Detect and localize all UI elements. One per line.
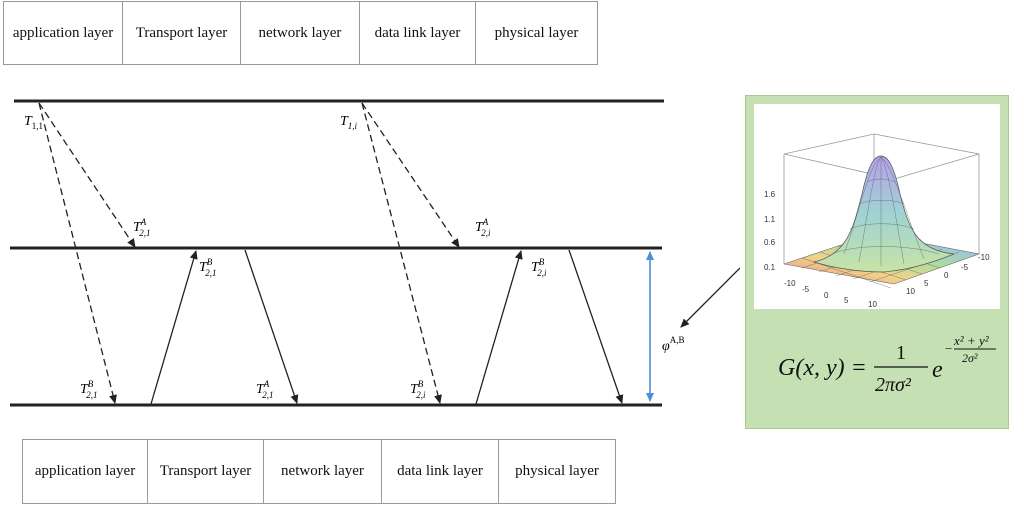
formula-denominator: 2πσ² bbox=[875, 374, 912, 396]
solid-arrow-down-i bbox=[568, 249, 624, 404]
top-protocol-stack: application layer Transport layer networ… bbox=[3, 1, 598, 65]
top-transport-layer: Transport layer bbox=[123, 2, 241, 64]
solid-arrow-up-i bbox=[475, 250, 523, 405]
bottom-application-layer: application layer bbox=[23, 440, 148, 503]
x-tick-1: 10 bbox=[906, 287, 915, 296]
z-tick-3: 0.6 bbox=[764, 238, 776, 247]
formula-lhs: G(x, y) = bbox=[778, 355, 867, 381]
formula-exp-sign: − bbox=[945, 341, 952, 356]
dashed-arrow-t1i-to-bottom bbox=[361, 102, 442, 404]
label-t11: T1,1 bbox=[24, 114, 43, 131]
top-physical-layer: physical layer bbox=[494, 24, 579, 41]
bottom-transport-layer: Transport layer bbox=[148, 440, 264, 503]
gaussian-panel: 1.6 1.1 0.6 0.1 -10 -5 0 5 10 10 5 0 -5 … bbox=[745, 95, 1009, 429]
y-tick-3: 0 bbox=[824, 291, 829, 300]
y-tick-1: -10 bbox=[784, 279, 796, 288]
x-tick-4: -5 bbox=[961, 263, 969, 272]
y-tick-2: -5 bbox=[802, 285, 810, 294]
bottom-physical-layer: physical layer bbox=[515, 463, 599, 479]
bottom-network-layer: network layer bbox=[264, 440, 382, 503]
top-data-link-layer: data link layer bbox=[360, 2, 476, 64]
top-application-layer: application layer bbox=[4, 2, 123, 64]
formula-exp-numerator: x² + y² bbox=[953, 333, 990, 348]
gaussian-formula: G(x, y) = 1 2πσ² e − x² + y² 2σ² bbox=[778, 333, 996, 396]
pointer-arrow-to-phi bbox=[680, 267, 740, 328]
z-tick-2: 1.1 bbox=[764, 215, 776, 224]
x-tick-3: 0 bbox=[944, 271, 949, 280]
label-phi: φA,B bbox=[662, 335, 685, 354]
formula-exp-denominator: 2σ² bbox=[962, 351, 978, 365]
peak-mesh bbox=[831, 156, 940, 266]
solid-arrow-down-1 bbox=[244, 249, 299, 404]
plot-axis-labels: 1.6 1.1 0.6 0.1 -10 -5 0 5 10 10 5 0 -5 … bbox=[764, 190, 990, 309]
y-tick-4: 5 bbox=[844, 296, 849, 305]
dashed-arrow-t11-to-bottom bbox=[38, 102, 117, 404]
label-t1i: T1,i bbox=[340, 114, 358, 131]
solid-arrow-up-1 bbox=[150, 250, 198, 405]
y-tick-5: 10 bbox=[868, 300, 877, 309]
bottom-protocol-stack: application layer Transport layer networ… bbox=[22, 439, 616, 504]
z-tick-1: 1.6 bbox=[764, 190, 776, 199]
dashed-arrow-t11-to-mid bbox=[38, 102, 136, 248]
x-tick-5: -10 bbox=[978, 253, 990, 262]
formula-numerator: 1 bbox=[896, 342, 906, 364]
bottom-data-link-layer: data link layer bbox=[382, 440, 499, 503]
x-tick-2: 5 bbox=[924, 279, 929, 288]
surface-peak bbox=[812, 155, 955, 273]
formula-exp-base: e bbox=[932, 357, 943, 383]
gaussian-3d-plot: 1.6 1.1 0.6 0.1 -10 -5 0 5 10 10 5 0 -5 … bbox=[754, 104, 1000, 309]
surface-plot: 1.6 1.1 0.6 0.1 -10 -5 0 5 10 10 5 0 -5 … bbox=[764, 133, 990, 309]
z-tick-4: 0.1 bbox=[764, 263, 776, 272]
top-network-layer: network layer bbox=[241, 2, 360, 64]
dashed-arrow-t1i-to-mid bbox=[361, 102, 460, 248]
